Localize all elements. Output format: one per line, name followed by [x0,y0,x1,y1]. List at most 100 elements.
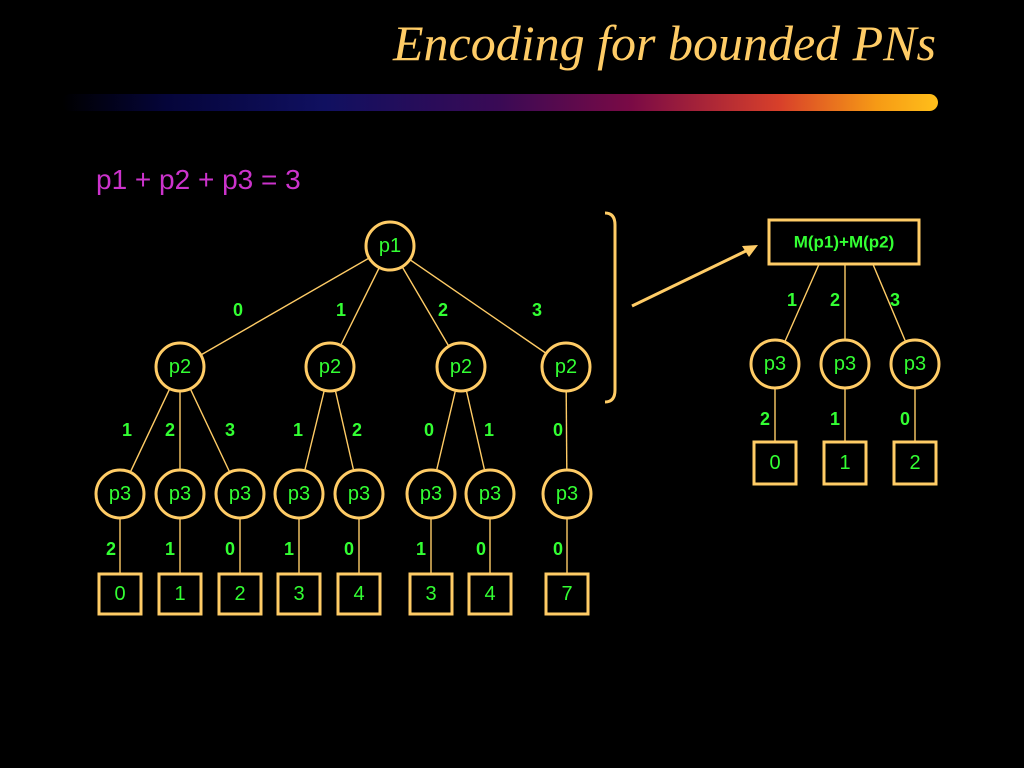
node-p2-0-circle [154,341,206,393]
leaf-2: 2 [217,572,263,616]
edge-p1-p2-3 [389,245,567,368]
node-p3-5-label: p3 [420,483,442,505]
edge-label-l2-6: 1 [484,420,494,440]
node-p2-2-circle [435,341,487,393]
leaf-4: 4 [336,572,382,616]
leaf-6-box [467,572,513,616]
node-p3-1: p3 [154,468,206,520]
node-p3-1-circle [154,468,206,520]
compact-leaf-1-box [822,440,868,486]
node-p2-2: p2 [435,341,487,393]
compact-node-p3-0-label: p3 [764,353,786,375]
edge-label-l3-1: 1 [165,539,175,559]
edge-label-l2-5: 0 [424,420,434,440]
compact-leaf-1: 1 [822,440,868,486]
leaf-5-box [408,572,454,616]
node-p2-1-circle [304,341,356,393]
node-p3-5-circle [405,468,457,520]
node-p3-1-label: p3 [169,483,191,505]
node-p2-0: p2 [154,341,206,393]
node-p3-5: p3 [405,468,457,520]
node-p3-2-circle [214,468,266,520]
edge-label-l2-4: 2 [352,420,362,440]
leaf-0: 0 [97,572,143,616]
edge-label-l2-2: 3 [225,420,235,440]
edge-label-l1-3: 3 [532,300,542,320]
compact-node-p3-0-circle [749,338,801,390]
node-p3-3-label: p3 [288,483,310,505]
node-p3-6-circle [464,468,516,520]
leaf-3-label: 3 [293,583,304,605]
node-p3-4: p3 [333,468,385,520]
equation-text: p1 + p2 + p3 = 3 [96,164,301,195]
compact-node-p3-0: p3 [749,338,801,390]
compact-leaf-2-box [892,440,938,486]
node-p3-3-circle [273,468,325,520]
node-p3-6-label: p3 [479,483,501,505]
edge-label-l3-6: 0 [476,539,486,559]
compact-header: M(p1)+M(p2) [767,218,921,266]
compact-leaf-1-label: 1 [839,452,850,474]
node-p3-7-label: p3 [556,483,578,505]
leaf-1: 1 [157,572,203,616]
compact-leaf-0-box [752,440,798,486]
leaf-6-label: 4 [484,583,495,605]
nodes-layer: 0 1 2 3 1 2 3 1 2 0 1 0 2 1 0 1 0 1 0 0 p1 p2 p2 p2 p2 p3 p3 p3 p3 p3… [94,218,941,616]
node-p2-1: p2 [304,341,356,393]
node-p3-2: p3 [214,468,266,520]
compact-node-p3-2-label: p3 [904,353,926,375]
edge-label-l2-7: 0 [553,420,563,440]
node-p2-1-label: p2 [319,356,341,378]
node-p2-3-label: p2 [555,356,577,378]
node-p3-0-circle [94,468,146,520]
title-gradient-bar [62,94,938,111]
compact-node-p3-2: p3 [889,338,941,390]
edge-label-l3-0: 2 [106,539,116,559]
node-p3-0: p3 [94,468,146,520]
node-p3-4-label: p3 [348,483,370,505]
edge-label-l2-1: 2 [165,420,175,440]
arrowhead [742,245,758,257]
node-p1-label: p1 [379,235,401,257]
leaf-1-box [157,572,203,616]
node-p2-3: p2 [540,341,592,393]
node-p3-7-circle [541,468,593,520]
compact-node-p3-1-circle [819,338,871,390]
edge-label-l2-0: 1 [122,420,132,440]
brace-bracket [604,211,617,404]
compact-node-p3-2-circle [889,338,941,390]
compact-leaf-0-label: 0 [769,452,780,474]
node-p2-0-label: p2 [169,356,191,378]
leaf-5-label: 3 [425,583,436,605]
compact-node-p3-1-label: p3 [834,353,856,375]
node-p3-2-label: p3 [229,483,251,505]
node-p2-2-label: p2 [450,356,472,378]
leaf-3-box [276,572,322,616]
arrow-shaft [631,247,751,308]
edge-label-l1-2: 2 [438,300,448,320]
edge-p1-p2-0 [179,245,391,368]
leaf-5: 3 [408,572,454,616]
node-p1-circle [364,220,416,272]
compact-node-p3-1: p3 [819,338,871,390]
leaf-1-label: 1 [174,583,185,605]
compact-edge-label-2: 3 [890,290,900,310]
node-p2-3-circle [540,341,592,393]
edge-label-l3-7: 0 [553,539,563,559]
leaf-2-box [217,572,263,616]
compact-leaf-edge-label-0: 2 [760,409,770,429]
compact-header-box [767,218,921,266]
compact-leaf-edge-label-1: 1 [830,409,840,429]
node-p3-4-circle [333,468,385,520]
node-p3-0-label: p3 [109,483,131,505]
node-p1: p1 [364,220,416,272]
leaf-7-box [544,572,590,616]
leaf-7: 7 [544,572,590,616]
edge-label-l3-5: 1 [416,539,426,559]
compact-edge-label-1: 2 [830,290,840,310]
node-p3-3: p3 [273,468,325,520]
edge-label-l1-0: 0 [233,300,243,320]
leaf-0-label: 0 [114,583,125,605]
compact-leaf-edge-label-2: 0 [900,409,910,429]
